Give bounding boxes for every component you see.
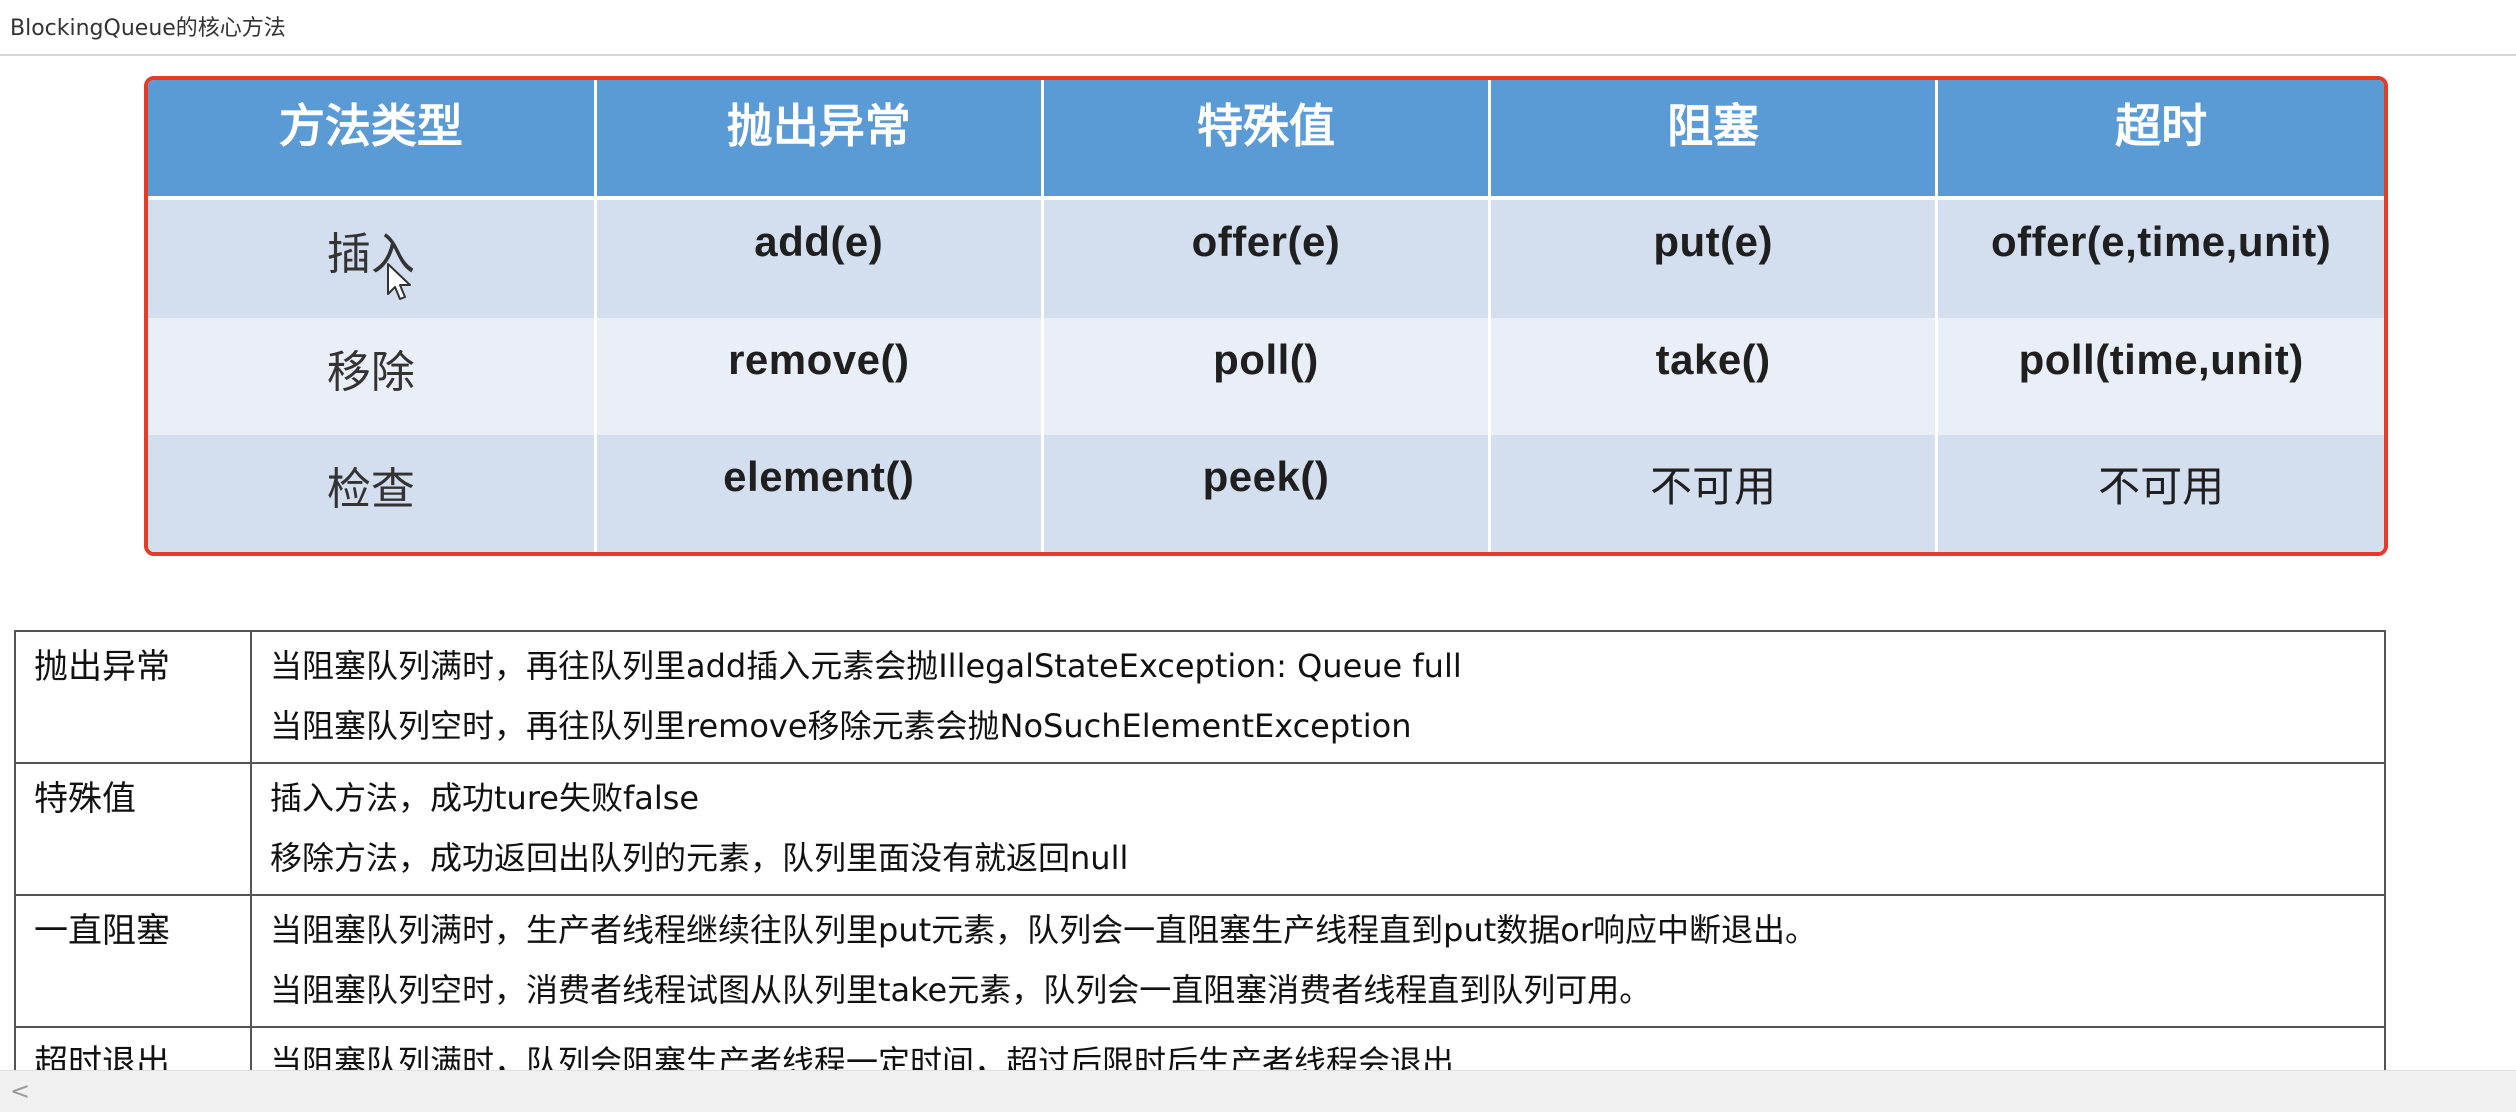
header-special-value: 特殊值 <box>1042 80 1492 200</box>
table-row: 特殊值 插入方法，成功ture失败false 移除方法，成功返回出队列的元素，队… <box>14 762 2386 896</box>
table-row: 抛出异常 当阻塞队列满时，再往队列里add插入元素会抛IllegalStateE… <box>14 630 2386 764</box>
explain-label-blocks: 一直阻塞 <box>14 894 252 1028</box>
page-title: BlockingQueue的核心方法 <box>10 16 286 41</box>
core-methods-table: 方法类型 抛出异常 特殊值 阻塞 超时 插入 add(e) offer(e) p… <box>148 80 2384 552</box>
explanation-table-viewport: 抛出异常 当阻塞队列满时，再往队列里add插入元素会抛IllegalStateE… <box>14 630 2386 1070</box>
explain-line: 当阻塞队列满时，队列会阻塞生产者线程一定时间，超过后限时后生产者线程会退出 <box>270 1043 1455 1070</box>
explain-desc-throws-exception: 当阻塞队列满时，再往队列里add插入元素会抛IllegalStateExcept… <box>250 630 2386 764</box>
table-cell: take() <box>1489 317 1939 435</box>
explain-label-throws-exception: 抛出异常 <box>14 630 252 764</box>
table-cell: poll() <box>1042 317 1492 435</box>
table-cell: poll(time,unit) <box>1936 317 2384 435</box>
explain-line: 当阻塞队列满时，生产者线程继续往队列里put元素，队列会一直阻塞生产线程直到pu… <box>270 911 1818 949</box>
table-row: 插入 add(e) offer(e) put(e) offer(e,time,u… <box>148 198 2384 318</box>
chevron-left-icon[interactable]: < <box>10 1077 31 1105</box>
explain-line: 当阻塞队列空时，消费者线程试图从队列里take元素，队列会一直阻塞消费者线程直到… <box>270 971 1652 1009</box>
explain-desc-blocks: 当阻塞队列满时，生产者线程继续往队列里put元素，队列会一直阻塞生产线程直到pu… <box>250 894 2386 1028</box>
explanation-table: 抛出异常 当阻塞队列满时，再往队列里add插入元素会抛IllegalStateE… <box>14 630 2386 1070</box>
horizontal-scrollbar[interactable]: < <box>0 1070 2516 1112</box>
table-cell: put(e) <box>1489 198 1939 318</box>
table-cell: 不可用 <box>1936 434 2384 552</box>
explain-line: 插入方法，成功ture失败false <box>270 779 700 817</box>
header-throws-exception: 抛出异常 <box>595 80 1044 200</box>
explain-line: 移除方法，成功返回出队列的元素，队列里面没有就返回null <box>270 839 1129 877</box>
table-row: 检查 element() peek() 不可用 不可用 <box>148 434 2384 552</box>
explain-label-times-out: 超时退出 <box>14 1026 252 1070</box>
table-cell: element() <box>595 434 1044 552</box>
row-label-insert: 插入 <box>148 198 597 318</box>
table-row: 移除 remove() poll() take() poll(time,unit… <box>148 317 2384 435</box>
title-divider <box>0 54 2516 56</box>
explain-label-special-value: 特殊值 <box>14 762 252 896</box>
explain-line: 当阻塞队列空时，再往队列里remove移除元素会抛NoSuchElementEx… <box>270 707 1412 745</box>
row-label-examine: 检查 <box>148 434 597 552</box>
table-row: 一直阻塞 当阻塞队列满时，生产者线程继续往队列里put元素，队列会一直阻塞生产线… <box>14 894 2386 1028</box>
core-methods-table-highlight: 方法类型 抛出异常 特殊值 阻塞 超时 插入 add(e) offer(e) p… <box>144 76 2388 556</box>
table-cell: peek() <box>1042 434 1492 552</box>
table-row: 超时退出 当阻塞队列满时，队列会阻塞生产者线程一定时间，超过后限时后生产者线程会… <box>14 1026 2386 1070</box>
table-cell: remove() <box>595 317 1044 435</box>
header-method-type: 方法类型 <box>148 80 597 200</box>
explain-desc-times-out: 当阻塞队列满时，队列会阻塞生产者线程一定时间，超过后限时后生产者线程会退出 <box>250 1026 2386 1070</box>
table-cell: 不可用 <box>1489 434 1939 552</box>
table-cell: offer(e) <box>1042 198 1492 318</box>
table-cell: add(e) <box>595 198 1044 318</box>
mouse-pointer-icon <box>387 263 411 300</box>
explain-desc-special-value: 插入方法，成功ture失败false 移除方法，成功返回出队列的元素，队列里面没… <box>250 762 2386 896</box>
header-times-out: 超时 <box>1936 80 2384 200</box>
table-cell: offer(e,time,unit) <box>1936 198 2384 318</box>
row-label-remove: 移除 <box>148 317 597 435</box>
explain-line: 当阻塞队列满时，再往队列里add插入元素会抛IllegalStateExcept… <box>270 647 1462 685</box>
table-header-row: 方法类型 抛出异常 特殊值 阻塞 超时 <box>148 80 2384 200</box>
header-blocks: 阻塞 <box>1489 80 1939 200</box>
